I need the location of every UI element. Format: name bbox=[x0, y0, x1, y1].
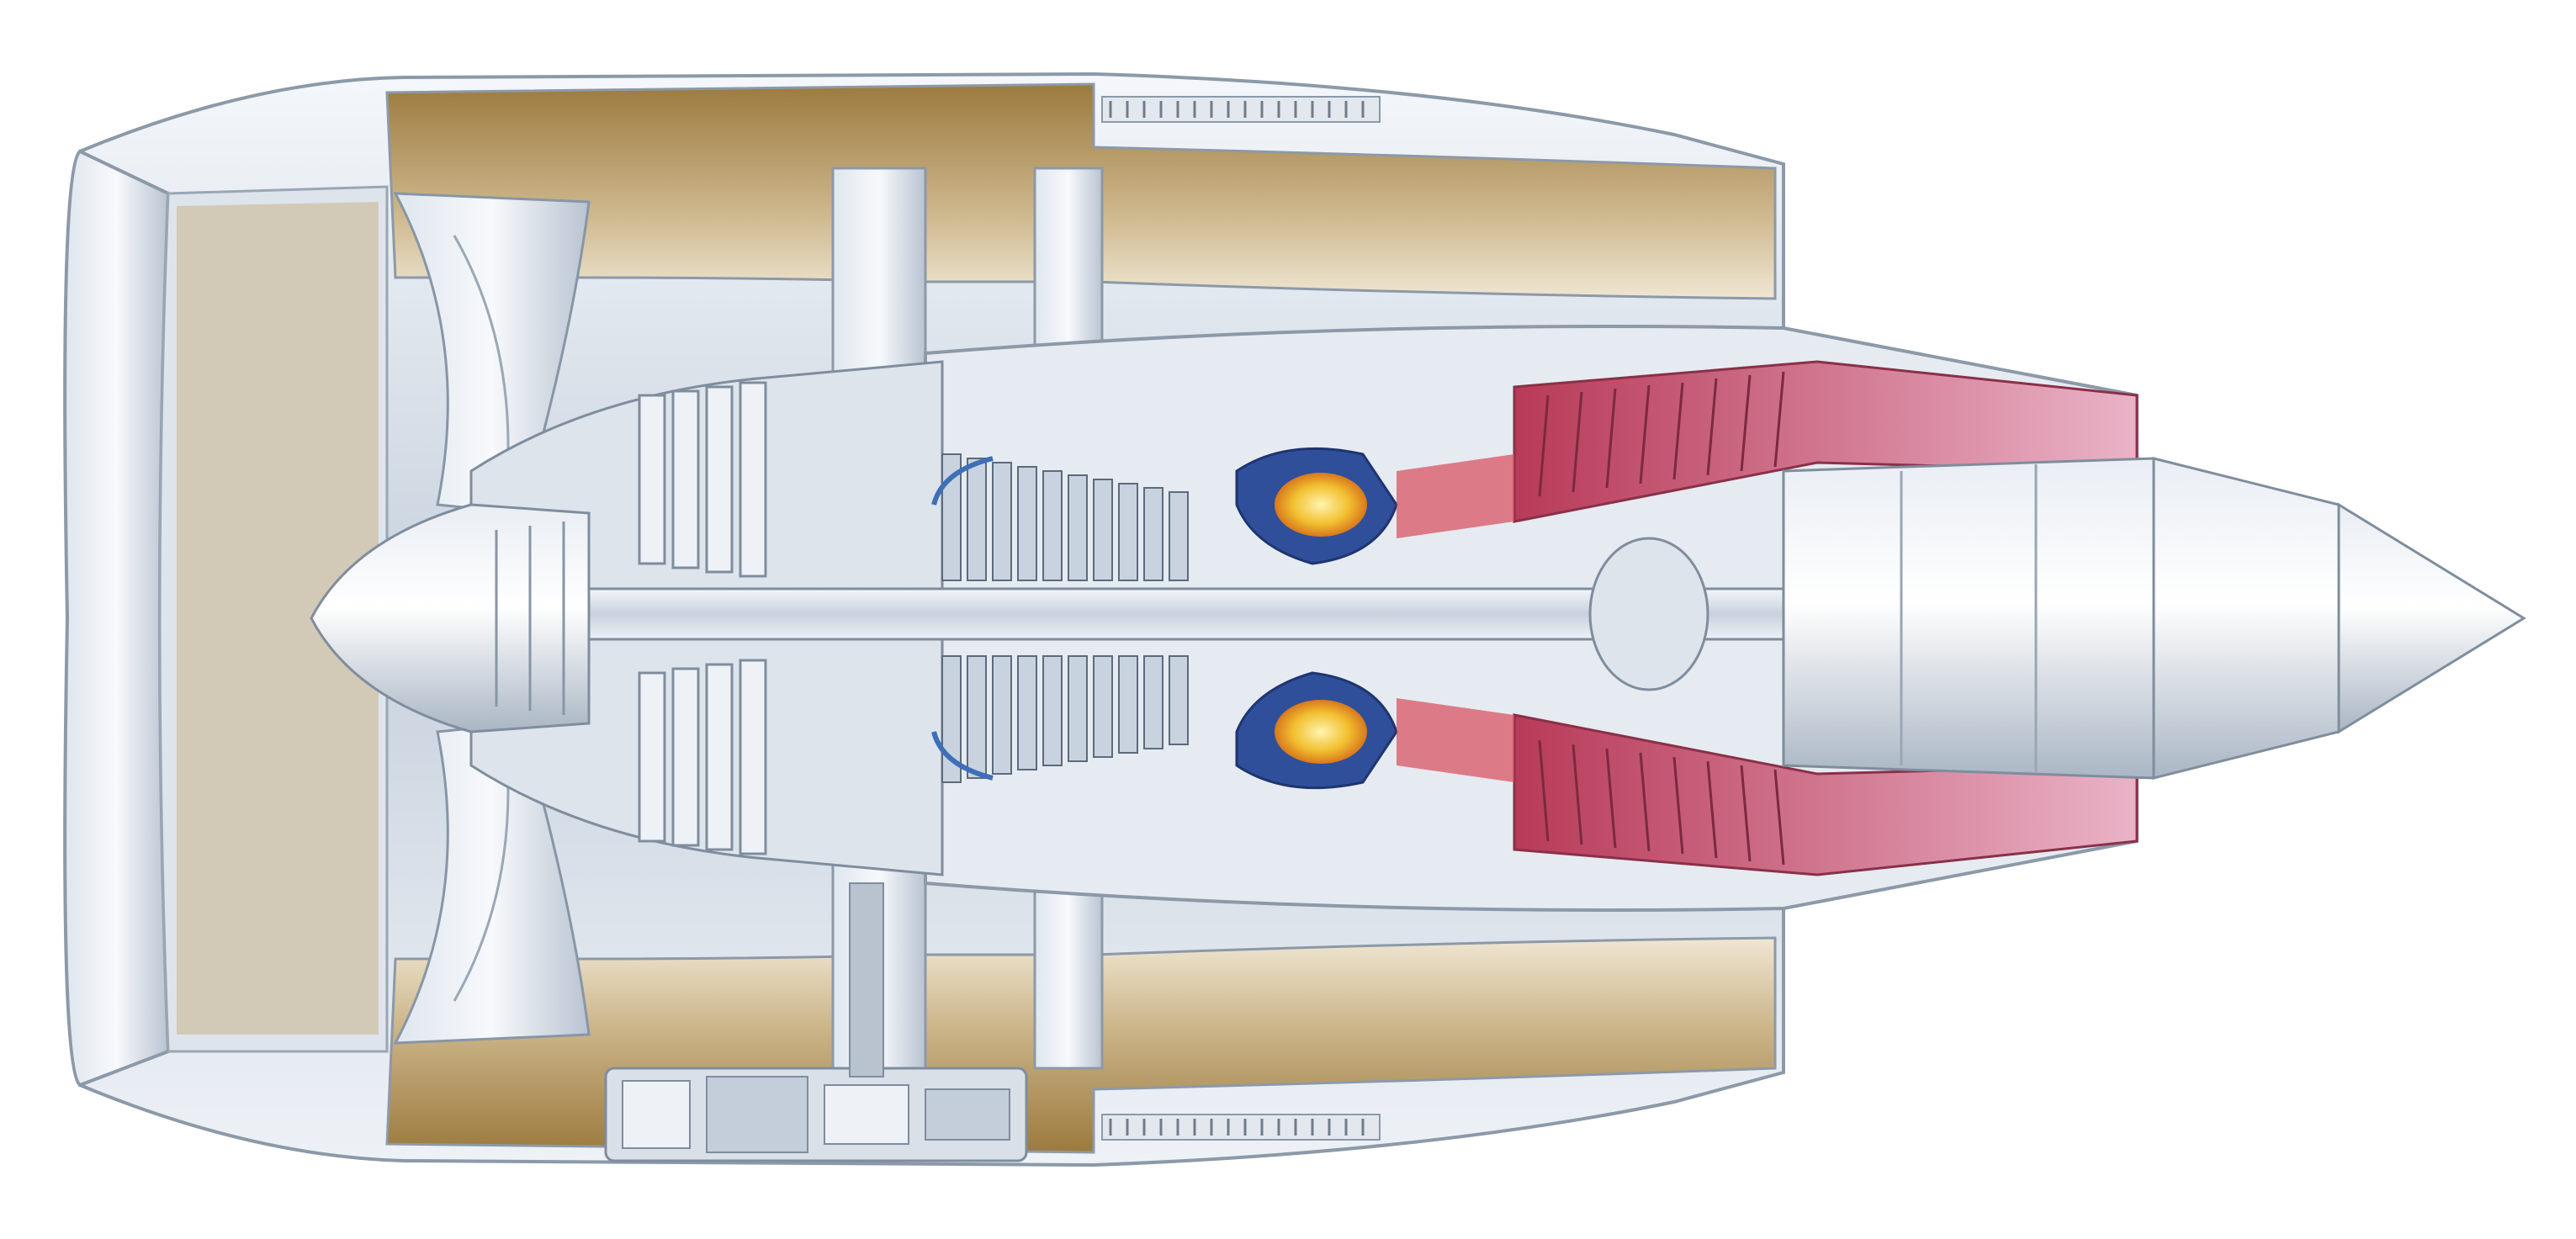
bypass-duct-upper bbox=[385, 82, 1777, 389]
exhaust-cone bbox=[1782, 457, 2526, 780]
accessory-gearbox bbox=[604, 882, 1028, 1162]
main-shaft bbox=[587, 537, 1852, 691]
spinner-cone bbox=[310, 503, 591, 733]
turbine bbox=[1397, 360, 2139, 876]
combustor bbox=[1235, 447, 1398, 790]
